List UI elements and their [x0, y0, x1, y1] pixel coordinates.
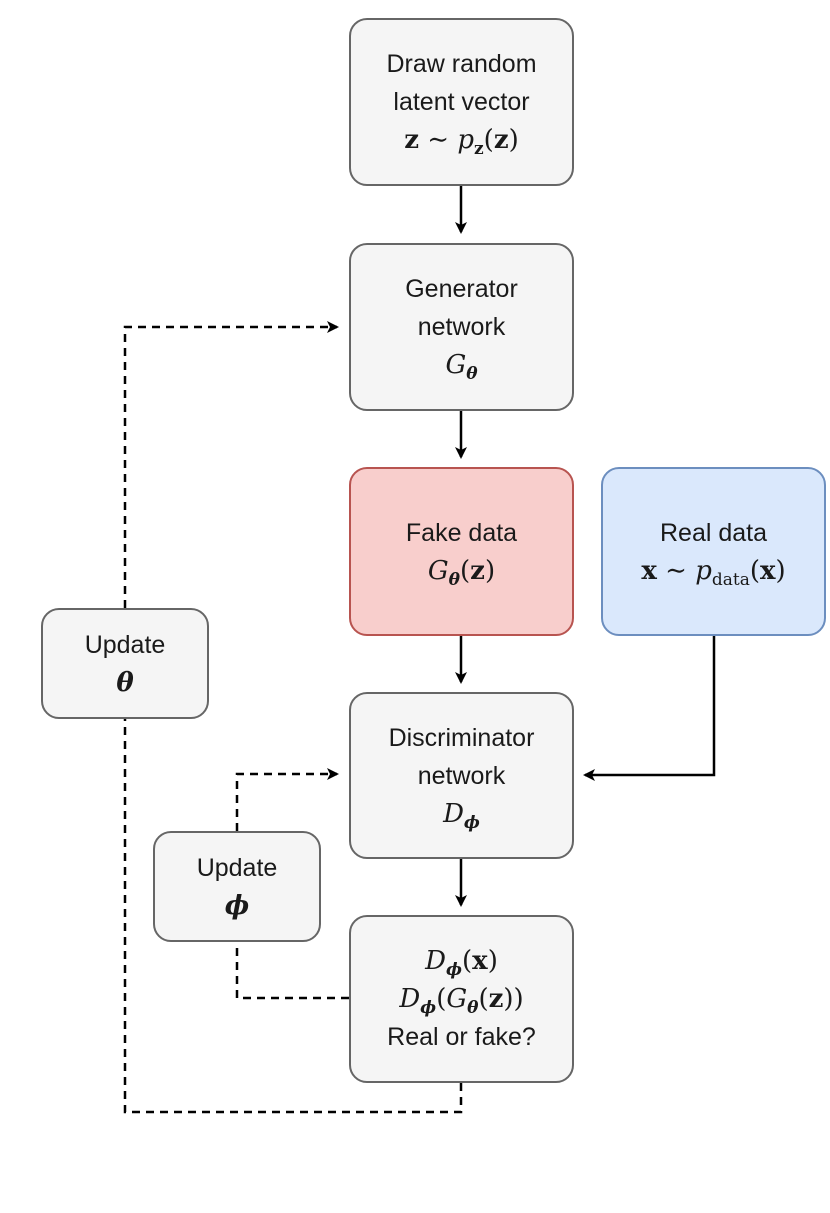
update-theta-node: Update θ	[41, 608, 209, 719]
draw-latent-line1: Draw random	[386, 50, 537, 78]
discriminator-node: Discriminator network Dϕ	[349, 692, 574, 859]
real-data-formula: x ∼ pdata(x)	[641, 555, 786, 590]
edge-real-to-discriminator	[583, 636, 716, 781]
p-argument: z	[493, 125, 509, 155]
phi-subscript: ϕ	[420, 998, 437, 1018]
generator-line2: network	[417, 313, 506, 341]
theta-subscript: θ	[466, 364, 478, 384]
sim-symbol: ∼	[427, 125, 450, 155]
p-symbol: p	[457, 125, 474, 155]
output-node: Dϕ(x) Dϕ(Gθ(z)) Real or fake?	[349, 915, 574, 1083]
d-symbol: D	[443, 798, 464, 829]
draw-latent-node: Draw random latent vector z ∼ pz(z)	[349, 18, 574, 186]
phi-subscript: ϕ	[446, 960, 463, 980]
latent-distribution-formula: z ∼ pz(z)	[404, 125, 519, 159]
fake-data-formula: Gθ(z)	[427, 555, 496, 590]
data-subscript: data	[711, 569, 750, 590]
update-phi-node: Update ϕ	[153, 831, 321, 942]
phi-subscript: ϕ	[463, 812, 480, 833]
z-argument: z	[488, 984, 504, 1014]
draw-latent-line2: latent vector	[393, 88, 530, 116]
generator-node: Generator network Gθ	[349, 243, 574, 411]
output-fake-formula: Dϕ(Gθ(z))	[399, 984, 524, 1018]
discriminator-symbol: Dϕ	[443, 795, 480, 833]
fake-data-label: Fake data	[405, 518, 518, 547]
theta-subscript: θ	[467, 998, 479, 1018]
d-symbol: D	[399, 984, 421, 1014]
edge-update-phi-to-discriminator	[235, 768, 339, 831]
z-vector-symbol: z	[404, 125, 420, 155]
output-real-formula: Dϕ(x)	[425, 946, 498, 980]
edge-output-to-update-theta	[123, 719, 463, 1114]
x-argument: x	[759, 555, 776, 586]
sim-symbol: ∼	[665, 555, 687, 586]
discriminator-line1: Discriminator	[388, 723, 535, 752]
real-data-label: Real data	[659, 518, 768, 547]
discriminator-line2: network	[417, 761, 506, 790]
update-phi-label: Update	[196, 853, 278, 882]
d-symbol: D	[425, 946, 446, 976]
output-question: Real or fake?	[387, 1023, 536, 1051]
theta-subscript: θ	[448, 569, 461, 590]
edge-output-to-update-phi	[235, 941, 349, 1000]
p-symbol: p	[695, 555, 712, 586]
edge-update-theta-to-generator	[123, 321, 339, 608]
fake-data-node: Fake data Gθ(z)	[349, 467, 574, 636]
update-theta-label: Update	[84, 630, 166, 659]
g-symbol: G	[446, 984, 468, 1014]
p-subscript: z	[474, 139, 484, 159]
x-argument: x	[472, 946, 488, 976]
phi-symbol: ϕ	[224, 890, 250, 921]
real-data-node: Real data x ∼ pdata(x)	[601, 467, 826, 636]
z-argument: z	[470, 555, 485, 586]
g-symbol: G	[445, 350, 467, 380]
generator-line1: Generator	[405, 275, 518, 303]
g-symbol: G	[427, 555, 449, 586]
theta-symbol: θ	[116, 667, 134, 698]
generator-symbol: Gθ	[445, 346, 477, 384]
x-vector-symbol: x	[641, 555, 657, 586]
